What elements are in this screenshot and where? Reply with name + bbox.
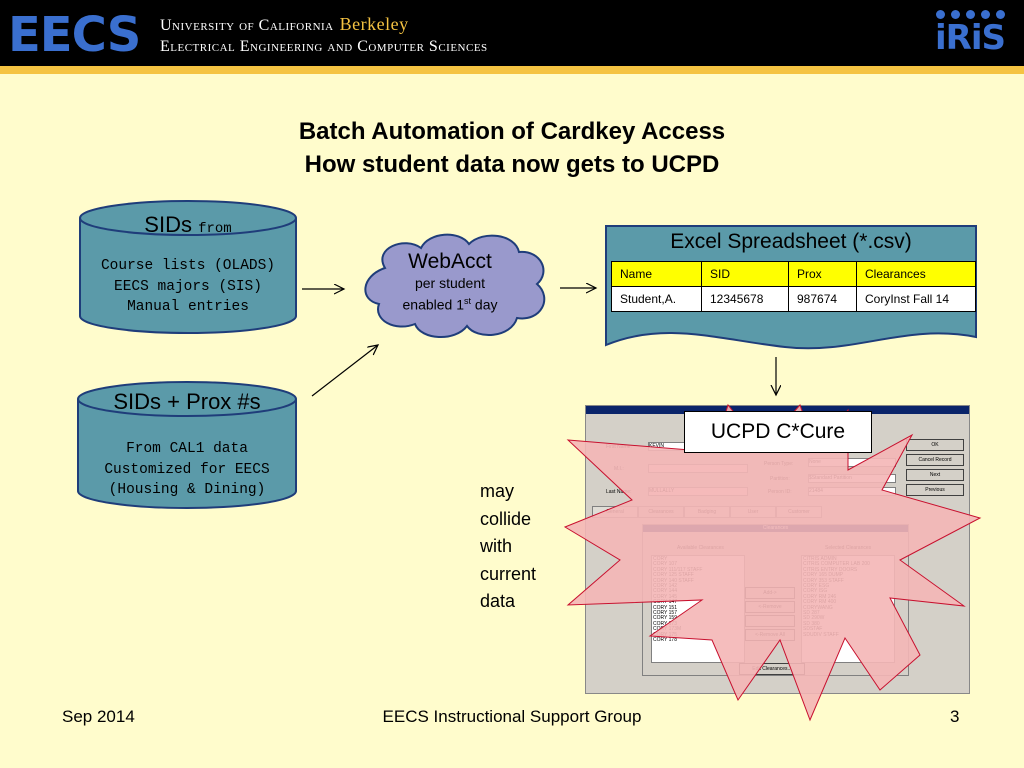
person-type-select: None — [808, 458, 896, 467]
table-cell: 12345678 — [701, 286, 789, 312]
ok-button: OK — [906, 439, 964, 451]
tab-user: User — [730, 506, 776, 518]
previous-button: Previous — [906, 484, 964, 496]
ucpd-label: UCPD C*Cure — [684, 411, 872, 453]
eecs-logo-text: EECS — [8, 7, 141, 63]
tab-general: General — [592, 506, 638, 518]
partition-label: Partition: — [770, 476, 790, 482]
prox-source-line: Customized for EECS — [104, 461, 270, 478]
iris-logo-dots — [928, 10, 1012, 19]
table-cell: CoryInst Fall 14 — [856, 286, 976, 312]
collide-line: may — [480, 481, 515, 501]
database-cylinder-icon — [77, 381, 297, 509]
list-item: CORY 178 — [653, 637, 677, 644]
prox-sources: From CAL1 data Customized for EECS (Hous… — [77, 439, 297, 501]
column-header: Clearances — [856, 261, 976, 287]
iris-logo-text: iRiS — [935, 18, 1006, 58]
remove-button: <-Remove — [745, 601, 795, 613]
footer-group: EECS Instructional Support Group — [382, 707, 642, 726]
prox-database: SIDs + Prox #s From CAL1 data Customized… — [77, 381, 297, 509]
university-label: University of California — [160, 17, 334, 34]
mi-field — [648, 464, 748, 473]
clearances-panel: Clearances Available Clearances Selected… — [642, 524, 909, 676]
blank-button — [745, 615, 795, 627]
collide-note: may collide with current data — [480, 478, 536, 616]
tab-clearances: Clearances — [638, 506, 684, 518]
person-id-field: 21484 — [808, 487, 896, 496]
database-cylinder-icon — [79, 200, 297, 334]
prox-source-line: From CAL1 data — [126, 441, 248, 457]
person-id-label: Person ID: — [768, 489, 792, 495]
tab-badging: Badging — [684, 506, 730, 518]
sids-database: SIDs from Course lists (OLADS) EECS majo… — [79, 200, 297, 334]
sids-title-label: SIDs — [144, 212, 192, 237]
partition-field: $Standard Partition — [808, 474, 896, 483]
footer-date: Sep 2014 — [62, 707, 135, 726]
selected-header: Selected Clearances — [825, 545, 872, 551]
sids-sources: Course lists (OLADS) EECS majors (SIS) M… — [79, 256, 297, 318]
person-type-label: Person Type: — [764, 461, 794, 467]
page-number: 3 — [950, 707, 960, 726]
next-button: Next — [906, 469, 964, 481]
header-accent-bar — [0, 66, 1024, 74]
tab-customer: Customer — [776, 506, 822, 518]
sids-title-suffix: from — [198, 221, 232, 237]
table-header-row: Name SID Prox Clearances — [611, 261, 976, 287]
slide-title: Batch Automation of Cardkey Access — [298, 118, 726, 145]
prox-title: SIDs + Prox #s — [113, 389, 261, 414]
remove-all-button: <-Remove All — [745, 629, 795, 641]
edit-clearances-button: Edit Clearances... — [739, 663, 805, 675]
last-name-field: MULLALLY — [648, 487, 748, 496]
collide-line: current — [480, 563, 537, 584]
spreadsheet-title: Excel Spreadsheet (*.csv) — [670, 230, 912, 253]
webacct-cloud: WebAcct per student enabled 1st day — [355, 228, 555, 346]
last-name-label: Last Name: — [606, 489, 632, 495]
sids-source-line: Course lists (OLADS) — [100, 258, 276, 274]
university-name: University of California Berkeley — [160, 14, 409, 35]
table-cell: 987674 — [788, 286, 857, 312]
column-header: Prox — [788, 261, 857, 287]
header-banner: EECS University of California Berkeley El… — [0, 0, 1024, 66]
column-header: SID — [701, 261, 789, 287]
webacct-text: WebAcct per student enabled 1st day — [355, 250, 545, 314]
list-item: SDUDIV STAFF — [803, 631, 839, 638]
add-button: Add-> — [745, 587, 795, 599]
department-name: Electrical Engineering and Computer Scie… — [160, 38, 488, 55]
webacct-line1: per student — [414, 275, 486, 291]
cloud-icon — [364, 233, 546, 339]
webacct-line2: enabled 1st day — [402, 296, 498, 313]
available-header: Available Clearances — [677, 545, 724, 551]
spreadsheet-table: Name SID Prox Clearances Student,A. 1234… — [611, 261, 976, 312]
first-name-label: First Name: — [606, 444, 632, 450]
collide-line: collide — [480, 508, 532, 529]
slide-subtitle: How student data now gets to UCPD — [304, 151, 720, 178]
table-row: Student,A. 12345678 987674 CoryInst Fall… — [611, 286, 976, 312]
collide-line: with — [480, 536, 513, 556]
table-cell: Student,A. — [611, 286, 702, 312]
mi-label: M.I.: — [614, 466, 624, 472]
iris-logo: iRiS — [928, 10, 1012, 62]
collide-line: data — [480, 591, 516, 611]
cancel-record-button: Cancel Record — [906, 454, 964, 466]
eecs-logo: EECS — [8, 7, 141, 63]
prox-source-line: (Housing & Dining) — [108, 482, 266, 498]
clearances-panel-title: Clearances — [643, 525, 908, 532]
berkeley-label: Berkeley — [339, 14, 409, 34]
webacct-title: WebAcct — [408, 250, 492, 273]
arrow-prox-to-webacct — [311, 345, 378, 397]
column-header: Name — [611, 261, 702, 287]
sids-source-line: EECS majors (SIS) — [114, 278, 262, 295]
sids-title: SIDs from — [79, 212, 297, 238]
sids-source-line: Manual entries — [127, 299, 249, 315]
